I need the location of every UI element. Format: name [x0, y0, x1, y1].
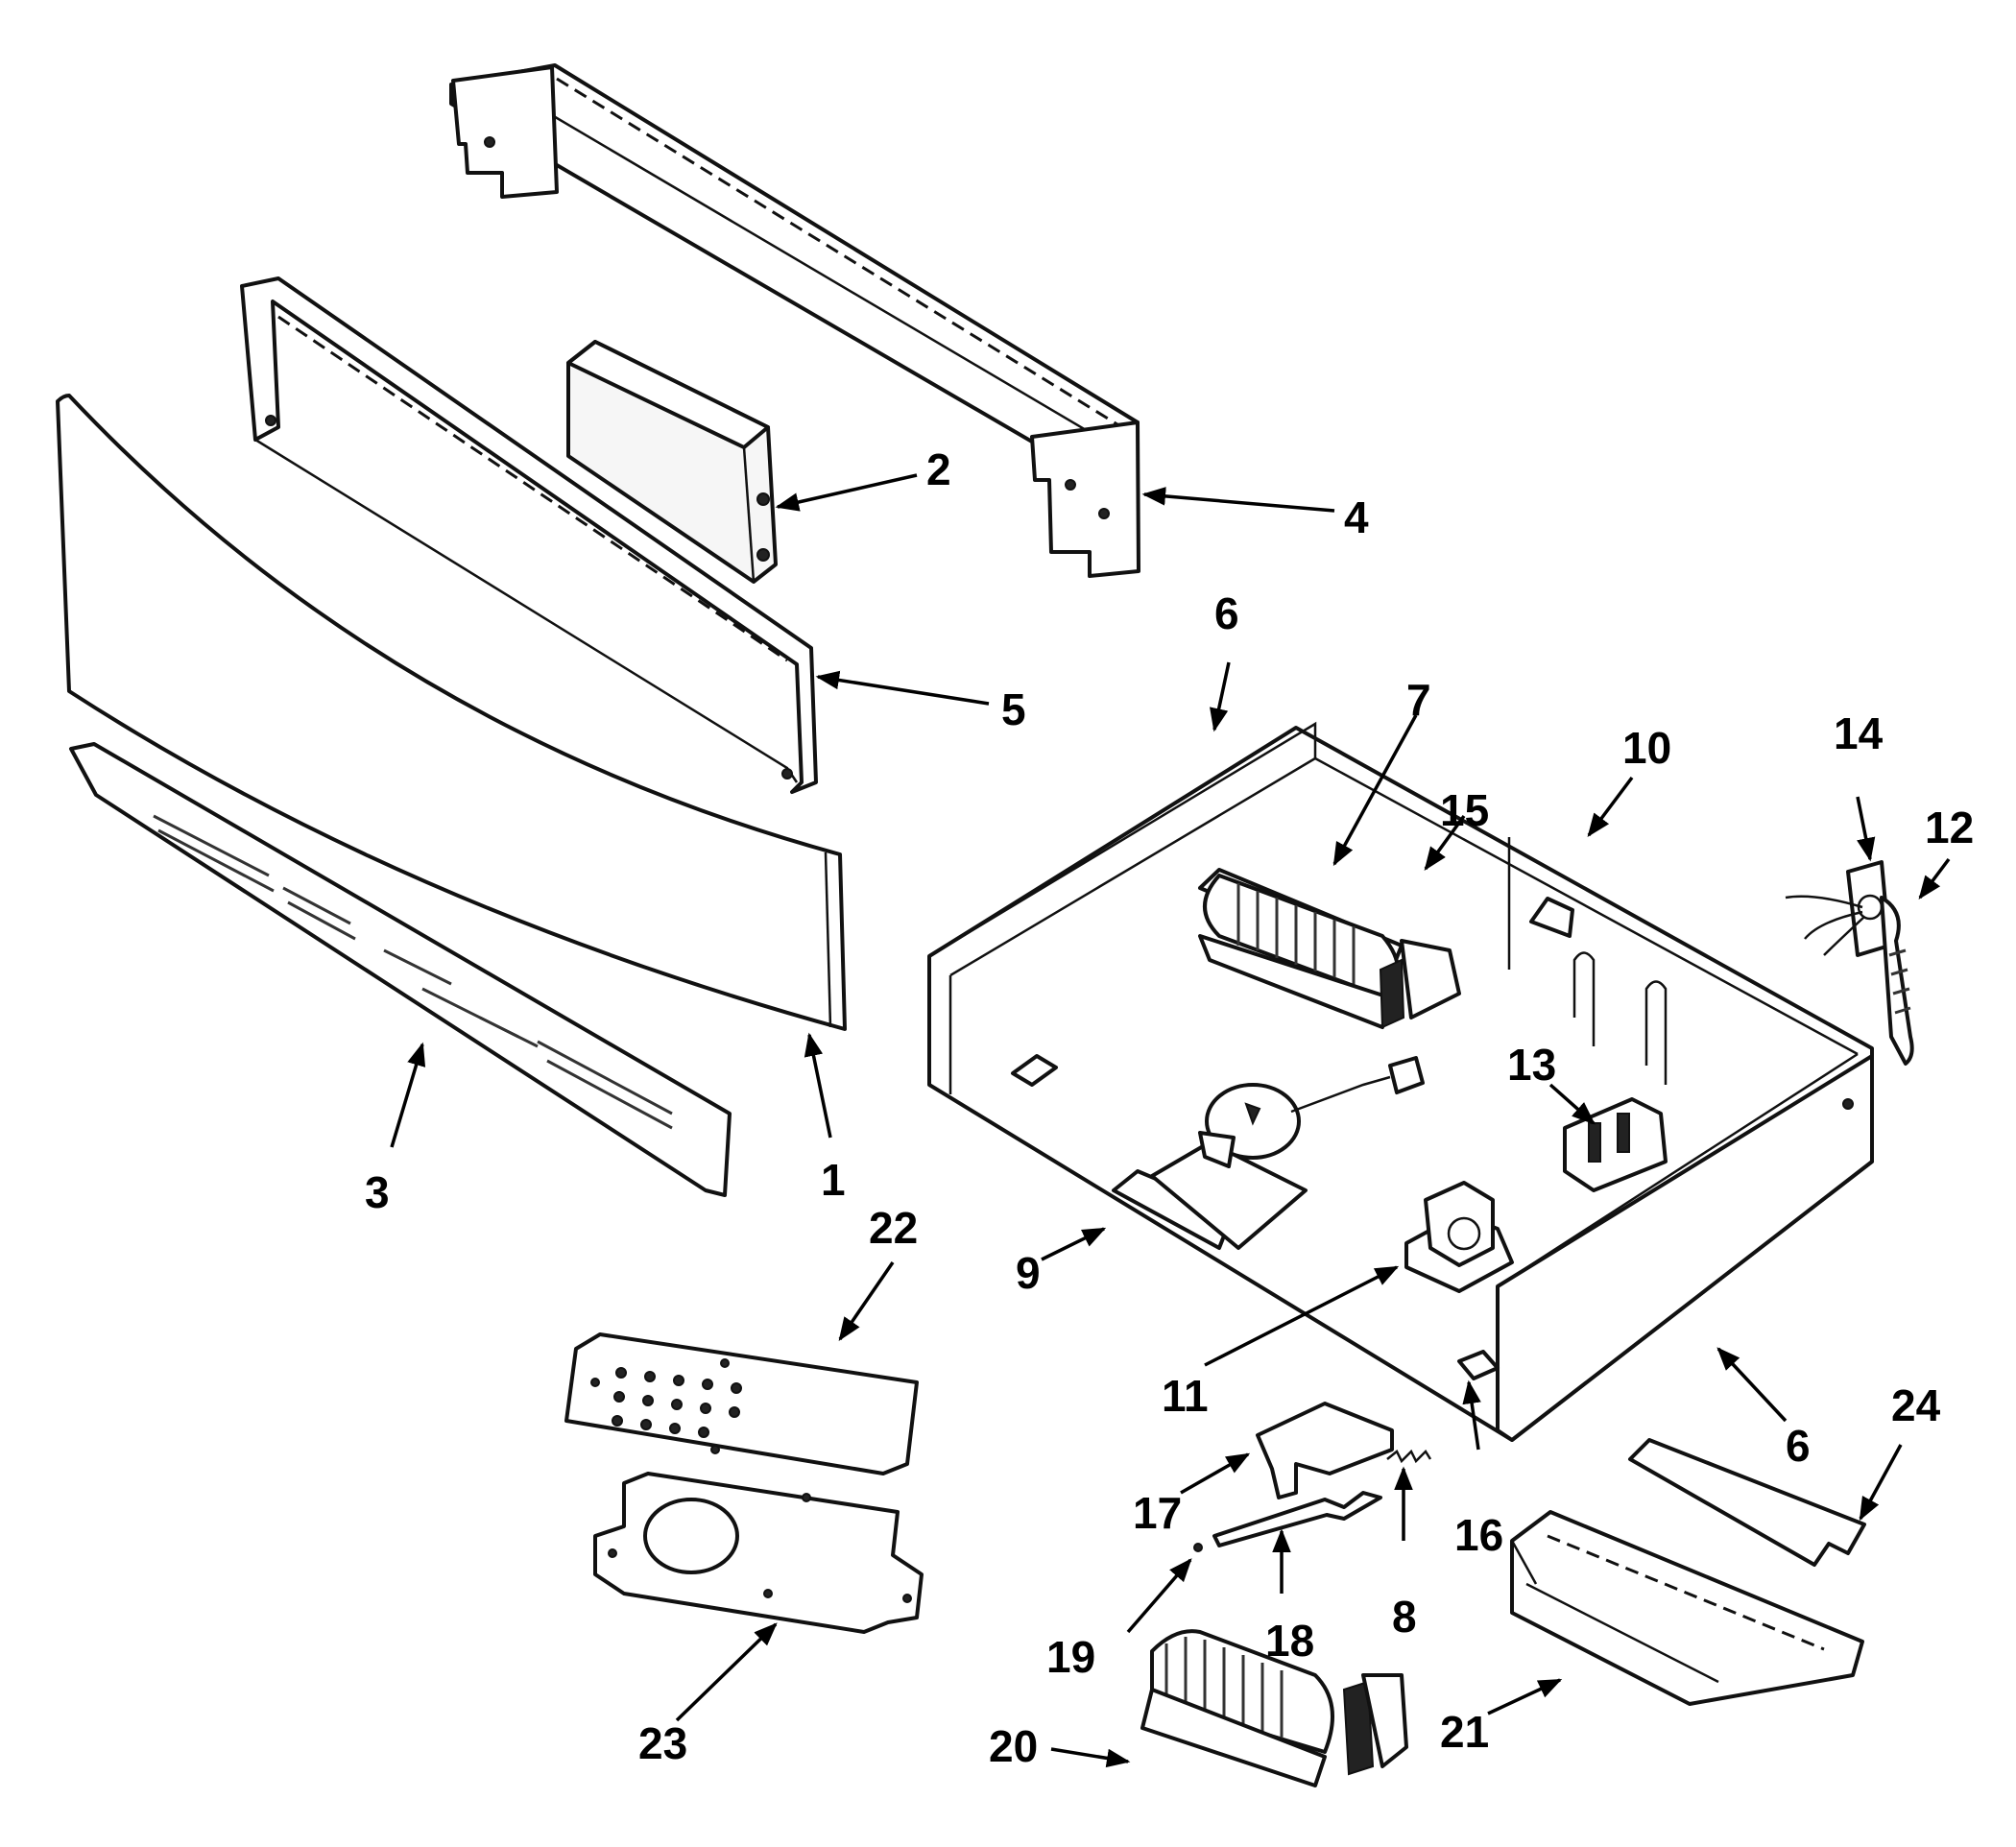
callout-24: 24 [1891, 1380, 1941, 1430]
part-1-front-panel [56, 394, 847, 1031]
part-2-control-box [566, 340, 778, 584]
callout-11: 11 [1162, 1371, 1209, 1421]
part-14-cord-bracket [1785, 860, 1891, 957]
part-11-transformer [1404, 1181, 1514, 1293]
callout-3: 3 [365, 1167, 390, 1217]
callout-19: 19 [1046, 1632, 1095, 1682]
part-3-control-board [69, 742, 732, 1197]
callout-14: 14 [1834, 708, 1884, 758]
part-17-bracket [1256, 1402, 1394, 1499]
callout-12: 12 [1925, 803, 1974, 852]
callout-4: 4 [1344, 492, 1369, 542]
callout-6-top: 6 [1214, 588, 1239, 638]
part-18-lever [1212, 1491, 1382, 1547]
part-23-gasket [593, 1472, 924, 1634]
part-19-pin [1193, 1543, 1203, 1552]
part-7-blower-upper [1198, 868, 1461, 1029]
part-21-blower-housing [1510, 1510, 1864, 1706]
part-16-switch [1457, 1350, 1500, 1380]
callout-13: 13 [1507, 1040, 1556, 1090]
part-22-overlay [564, 1332, 919, 1475]
callout-15: 15 [1440, 785, 1489, 835]
callout-20: 20 [989, 1721, 1038, 1771]
callout-7: 7 [1406, 675, 1431, 725]
callout-17: 17 [1133, 1488, 1182, 1538]
callout-9: 9 [1016, 1248, 1041, 1298]
callout-5: 5 [1001, 684, 1026, 734]
leader-lines [390, 473, 1951, 1768]
callout-16: 16 [1454, 1510, 1503, 1560]
callout-23: 23 [638, 1718, 687, 1768]
callout-22: 22 [869, 1203, 918, 1253]
part-5-panel-frame [240, 276, 818, 794]
part-12-strain-relief [1880, 896, 1914, 1066]
callout-labels: 2 4 5 1 3 6 7 15 10 14 12 13 9 11 6 16 1… [365, 444, 1974, 1771]
callout-1: 1 [821, 1155, 846, 1205]
callout-8: 8 [1392, 1592, 1417, 1642]
part-8-spring [1386, 1449, 1432, 1464]
part-9-timer-assembly [1112, 1056, 1425, 1250]
part-4-rear-bracket [449, 63, 1140, 578]
callout-18: 18 [1265, 1616, 1314, 1666]
part-20-blower-lower [1140, 1629, 1408, 1787]
callout-2: 2 [926, 444, 951, 494]
callout-6-bottom: 6 [1786, 1421, 1811, 1471]
callout-10: 10 [1622, 723, 1671, 773]
callout-21: 21 [1440, 1707, 1489, 1757]
part-24-cover-plate [1628, 1438, 1866, 1567]
